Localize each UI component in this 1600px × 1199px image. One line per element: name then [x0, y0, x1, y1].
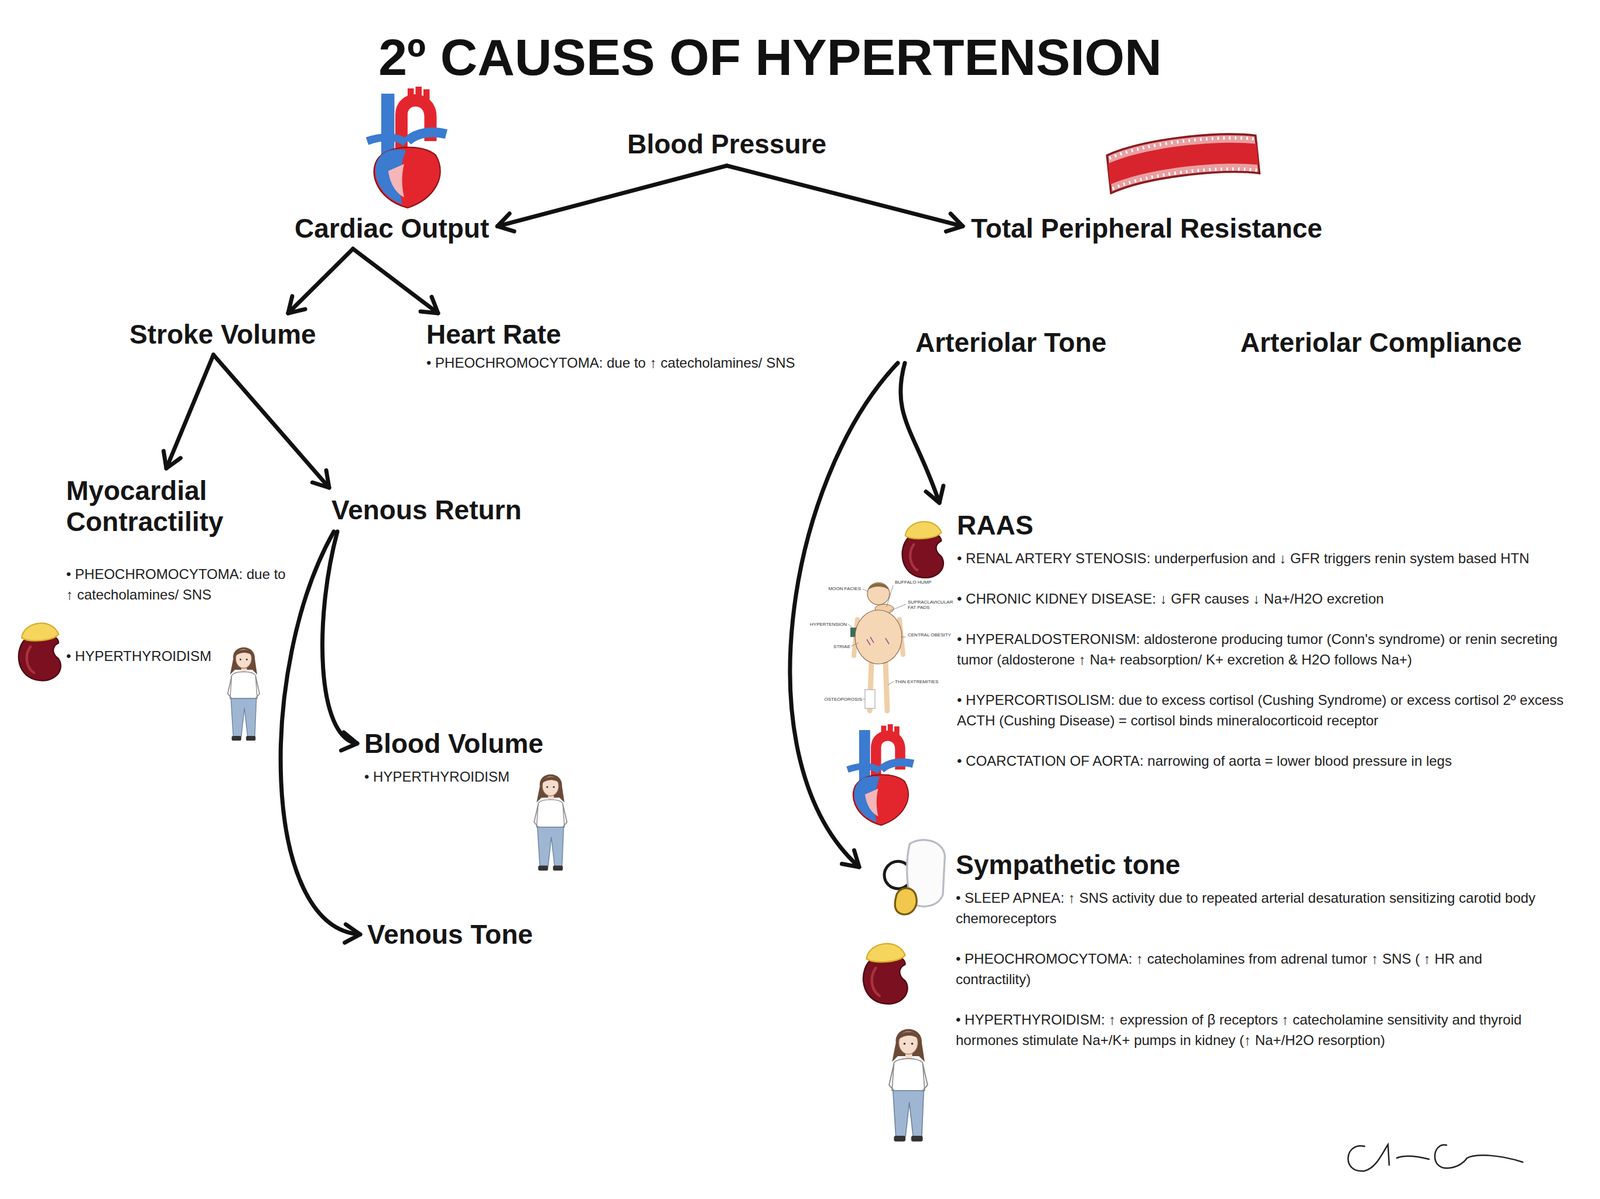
bullet-text: • RENAL ARTERY STENOSIS: underperfusion …	[956, 548, 1584, 569]
arrow-connector	[163, 354, 214, 469]
concept-node: Arteriolar Tone	[915, 327, 1107, 359]
arrowhead	[945, 213, 963, 232]
arrow-connector	[497, 165, 727, 232]
heart-illustration	[367, 86, 447, 208]
node-heading: Cardiac Output	[294, 213, 490, 245]
connector-line	[322, 531, 358, 744]
node-heading: Total Peripheral Resistance	[971, 213, 1323, 245]
node-heading: Heart Rate	[426, 319, 860, 351]
concept-node: Blood Pressure	[627, 128, 827, 160]
arrowhead	[340, 732, 358, 751]
head	[867, 582, 890, 605]
bullet-text: • HYPERCORTISOLISM: due to excess cortis…	[956, 689, 1584, 731]
concept-node: Total Peripheral Resistance	[971, 213, 1323, 245]
arrowhead	[344, 924, 361, 943]
concept-node: Heart Rate• PHEOCHROMOCYTOMA: due to ↑ c…	[426, 319, 860, 374]
cpap-mask-icon	[884, 840, 945, 915]
concept-node: Myocardial Contractility • PHEOCHROMOCYTO…	[66, 475, 289, 667]
arrowhead	[497, 213, 515, 232]
bullet-text: • PHEOCHROMOCYTOMA: due to ↑ catecholami…	[426, 352, 860, 374]
arrow-connector	[900, 363, 944, 504]
figure-label: THIN EXTREMITIES	[894, 679, 939, 685]
heart-illustration	[847, 724, 914, 826]
arrow-connector	[288, 248, 354, 314]
bullet-text: • HYPERALDOSTERONISM: aldosterone produc…	[956, 628, 1584, 670]
connector-line	[497, 165, 727, 227]
concept-node: Venous Return	[331, 494, 522, 526]
concept-node: Sympathetic tone • SLEEP APNEA: ↑ SNS act…	[955, 849, 1542, 1051]
striae	[866, 637, 890, 646]
signature	[1348, 1144, 1523, 1172]
arrow-connector	[353, 248, 439, 314]
arrow-connector	[213, 354, 330, 488]
figure-label: OSTEOPOROSIS	[824, 696, 863, 703]
kidney-icon	[902, 521, 944, 579]
concept-node: Venous Tone	[367, 919, 533, 951]
woman-figure	[227, 647, 260, 741]
connector-line	[353, 248, 439, 314]
artery-illustration	[1105, 129, 1260, 193]
concept-node: Stroke Volume	[129, 319, 317, 351]
node-heading: Arteriolar Tone	[915, 327, 1107, 359]
bullet-text: • PHEOCHROMOCYTOMA: due to ↑ catecholami…	[66, 563, 289, 605]
bullet-text: • CHRONIC KIDNEY DISEASE: ↓ GFR causes ↓…	[956, 588, 1584, 610]
connector-line	[280, 531, 361, 935]
woman-figure	[534, 774, 567, 871]
arrow-connector	[726, 165, 963, 232]
concept-node: Arteriolar Compliance	[1240, 327, 1523, 359]
diagram-title: 2º CAUSES OF HYPERTENSION	[0, 26, 1541, 88]
concept-node: RAAS • RENAL ARTERY STENOSIS: underperfus…	[956, 510, 1584, 772]
belly	[855, 610, 902, 665]
node-heading: RAAS	[956, 510, 1584, 542]
arrowhead	[312, 470, 330, 488]
leg-cast	[865, 689, 875, 709]
node-heading: Venous Tone	[367, 919, 533, 951]
figure-label: HYPERTENSION	[809, 621, 847, 628]
connector-line	[166, 354, 214, 469]
cushing-figure	[848, 582, 907, 711]
bullet-text: • HYPERTHYROIDISM: ↑ expression of β rec…	[955, 1009, 1542, 1051]
leg	[885, 661, 888, 711]
node-heading: Sympathetic tone	[955, 849, 1542, 881]
kidney-icon	[18, 623, 61, 682]
kidney-icon	[863, 944, 908, 1005]
node-heading: Arteriolar Compliance	[1240, 327, 1523, 359]
arrowhead	[925, 486, 944, 504]
arrowhead	[420, 296, 439, 314]
arrow-connector	[322, 531, 358, 751]
arrowhead	[163, 450, 181, 469]
figure-label: BUFFALO HUMP	[894, 579, 932, 586]
connector-line	[900, 363, 940, 504]
bullet-text: • SLEEP APNEA: ↑ SNS activity due to rep…	[955, 887, 1542, 929]
node-heading: Venous Return	[331, 494, 522, 526]
bullet-text: • COARCTATION OF AORTA: narrowing of aor…	[956, 750, 1584, 772]
bullet-text: • HYPERTHYROIDISM	[364, 766, 558, 788]
bullet-text: • PHEOCHROMOCYTOMA: ↑ catecholamines fro…	[955, 948, 1542, 990]
node-heading: Stroke Volume	[129, 319, 317, 351]
arrowhead	[841, 850, 860, 868]
concept-node: Blood Volume • HYPERTHYROIDISM	[364, 728, 558, 788]
connector-line	[726, 165, 963, 227]
hair	[867, 583, 890, 591]
node-heading: Blood Pressure	[627, 128, 827, 160]
woman-figure	[889, 1029, 928, 1143]
figure-label: SUPRACLAVICULAR FAT PADS	[907, 599, 955, 611]
figure-label: STRIAE	[833, 644, 851, 650]
concept-node: Cardiac Output	[294, 213, 490, 245]
figure-label: MOON FACIES	[828, 586, 861, 592]
figure-label: CENTRAL OBESITY	[907, 632, 952, 638]
node-heading: Myocardial Contractility	[66, 475, 289, 538]
connector-line	[213, 354, 330, 488]
arrow-connector	[280, 531, 361, 943]
bullet-text: • HYPERTHYROIDISM	[66, 645, 289, 667]
arrowhead	[288, 296, 306, 314]
node-heading: Blood Volume	[364, 728, 558, 760]
connector-line	[288, 248, 354, 314]
